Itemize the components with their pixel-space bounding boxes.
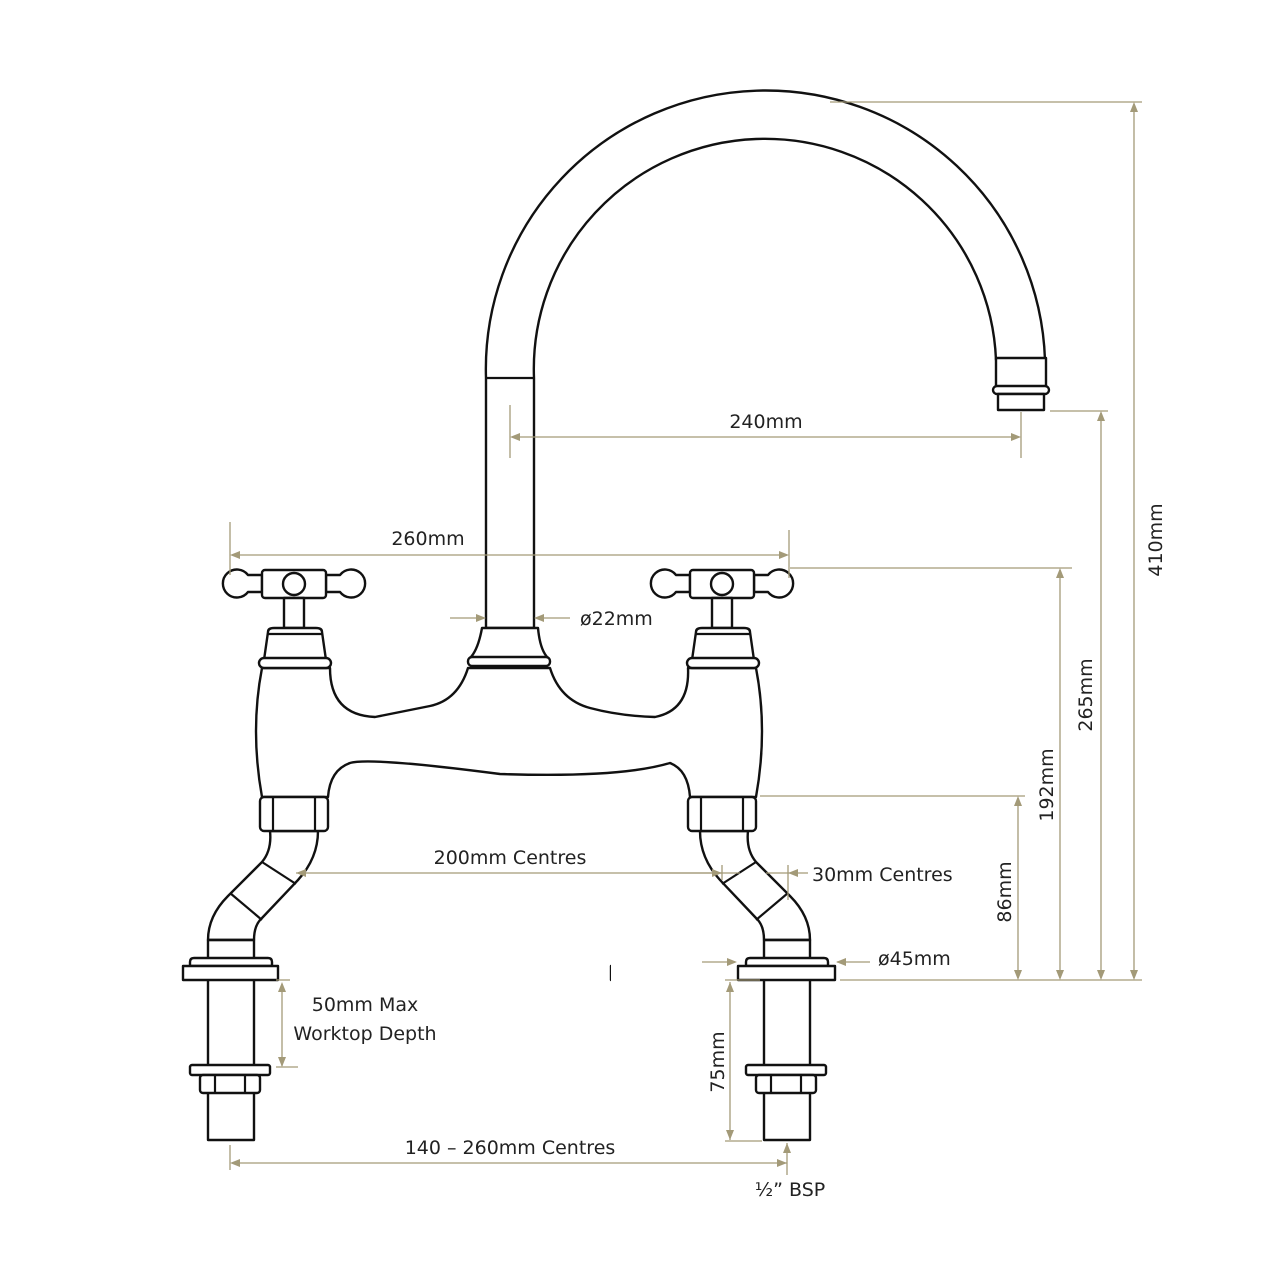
body-height-label: 86mm xyxy=(994,861,1016,922)
centres-label: 200mm Centres xyxy=(434,847,587,869)
tail-length-label: 75mm xyxy=(707,1031,729,1092)
adjustable-centres-label: 140 – 260mm Centres xyxy=(405,1137,616,1159)
offset-centres-label: 30mm Centres xyxy=(812,864,953,886)
spout-outlet-height-label: 265mm xyxy=(1075,658,1097,731)
handle-height-label: 192mm xyxy=(1036,748,1058,821)
spout-reach-label: 240mm xyxy=(729,411,802,433)
spout xyxy=(466,89,1051,668)
tap-body xyxy=(206,666,812,942)
thread-label: ½” BSP xyxy=(755,1179,826,1201)
handle-span-label: 260mm xyxy=(391,528,464,550)
right-flange xyxy=(611,935,837,1145)
flange-diameter-label: ø45mm xyxy=(878,948,951,970)
overall-height-label: 410mm xyxy=(1145,503,1167,576)
dimension-lines xyxy=(229,101,1142,1175)
worktop-depth-label-1: 50mm Max xyxy=(312,994,419,1016)
spout-diameter-label: ø22mm xyxy=(580,608,653,630)
worktop-depth-label-2: Worktop Depth xyxy=(293,1023,436,1045)
